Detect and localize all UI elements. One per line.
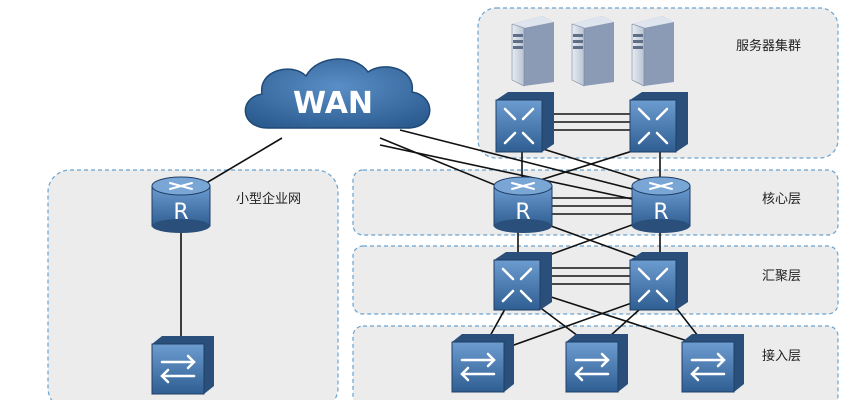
router-letter: R <box>515 200 530 225</box>
link-scs-left-core-right <box>539 147 649 183</box>
access-switch-icon <box>451 334 514 393</box>
small-business-label: 小型企业网 <box>236 191 301 207</box>
access-switch-icon <box>151 336 214 395</box>
server-icon <box>631 16 674 87</box>
aggregation-layer-zone <box>352 245 839 315</box>
wan-label: WAN <box>293 86 373 121</box>
server-cluster-label: 服务器集群 <box>736 38 801 54</box>
server-icon <box>571 16 614 87</box>
link-agg-left-access-3 <box>544 294 701 346</box>
router-icon-core-left: R <box>493 176 553 233</box>
link-scs-right-core-left <box>533 147 643 183</box>
access-switch-icon <box>565 334 628 393</box>
router-icon-small-business: R <box>151 176 211 233</box>
core-layer-zone <box>352 169 839 236</box>
link-wan-core-right-b <box>379 144 661 206</box>
layer3-switch-icon <box>495 92 554 153</box>
link-wan-core-right <box>399 129 661 197</box>
access-switch-icon <box>681 334 744 393</box>
link-core-left-agg-right <box>539 221 651 263</box>
router-letter: R <box>173 200 188 225</box>
layer3-switch-icon <box>493 252 552 311</box>
core-layer-label: 核心层 <box>762 192 801 207</box>
router-icon-core-right: R <box>631 176 691 233</box>
aggregation-layer-label: 汇聚层 <box>762 269 801 284</box>
layer3-switch-icon <box>629 92 688 153</box>
router-letter: R <box>653 200 668 225</box>
layer3-switch-icon <box>629 252 688 311</box>
server-icon <box>511 16 554 87</box>
small-business-zone <box>47 169 339 400</box>
access-layer-label: 接入层 <box>762 348 801 364</box>
wan-cloud: WAN <box>244 58 431 129</box>
link-agg-right-access-1 <box>499 299 641 351</box>
